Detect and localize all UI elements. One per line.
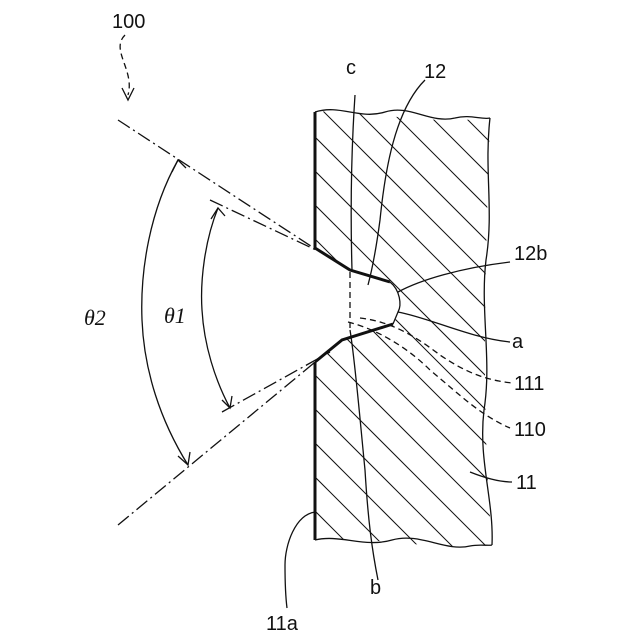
hatch-line <box>0 100 296 560</box>
hatch-line <box>6 100 466 560</box>
label-theta2: θ2 <box>84 305 106 330</box>
hatch-line <box>40 100 500 560</box>
label-c: c <box>346 57 356 79</box>
hatch-line <box>176 100 636 560</box>
hatch-line <box>0 100 330 560</box>
leader-100 <box>120 35 129 95</box>
hatch-line <box>210 100 640 560</box>
angle-line-inner-upper <box>210 200 316 250</box>
leader-12b <box>398 262 510 292</box>
hatch-line <box>346 100 640 560</box>
hatch-line <box>380 100 640 560</box>
hatch-line <box>550 100 640 560</box>
label-b: b <box>370 577 381 599</box>
hatch-line <box>482 100 640 560</box>
bottom-break-line <box>315 538 492 547</box>
hatch-line <box>0 100 398 560</box>
hatch-line <box>448 100 640 560</box>
label-a: a <box>512 331 524 353</box>
hatch-line <box>618 100 640 560</box>
body-hatching <box>0 100 640 560</box>
label-12b: 12b <box>514 243 547 265</box>
hatch-line <box>312 100 640 560</box>
label-12: 12 <box>424 61 446 83</box>
leader-a <box>398 312 510 342</box>
label-11a: 11a <box>266 613 299 635</box>
hatch-line <box>0 100 364 560</box>
hatch-line <box>108 100 568 560</box>
leader-11 <box>470 472 512 482</box>
label-11: 11 <box>516 472 537 494</box>
body-region <box>0 100 640 560</box>
hatch-line <box>584 100 640 560</box>
leader-11a <box>285 512 315 608</box>
label-111: 111 <box>514 373 544 395</box>
hatch-line <box>0 100 432 560</box>
angle-line-outer-upper <box>118 120 320 252</box>
label-100: 100 <box>112 11 145 33</box>
hatch-line <box>244 100 640 560</box>
right-break-line <box>483 118 493 545</box>
label-110: 110 <box>514 419 546 441</box>
theta1-arc <box>202 208 230 408</box>
label-theta1: θ1 <box>164 303 186 328</box>
